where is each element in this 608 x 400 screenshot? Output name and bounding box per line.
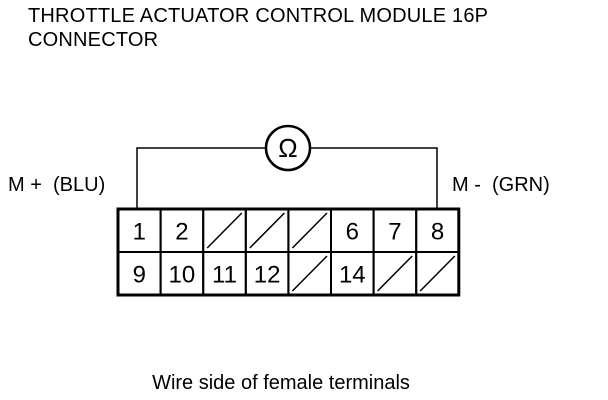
terminal-number: 11 (212, 262, 237, 289)
test-leads (136, 147, 438, 209)
terminal-empty (415, 251, 460, 296)
terminal-10: 10 (159, 251, 205, 296)
terminal-number: 14 (339, 262, 366, 289)
terminal-number: 12 (254, 262, 281, 289)
unused-terminal-slash (377, 255, 413, 292)
unused-terminal-slash (291, 255, 328, 292)
diagram-title: THROTTLE ACTUATOR CONTROL MODULE 16P CON… (28, 4, 488, 52)
lead-wire-left (136, 147, 265, 209)
terminal-cell (415, 251, 460, 296)
terminal-number: 9 (133, 262, 146, 289)
terminal-number: 2 (175, 219, 188, 246)
unused-terminal-slash (419, 255, 456, 292)
ohmmeter-icon: Ω (264, 124, 312, 172)
terminal-number: 8 (431, 219, 444, 246)
unused-terminal-slash (291, 212, 328, 249)
title-line-2: CONNECTOR (28, 29, 159, 51)
wire-label-m-plus: M + (BLU) (8, 174, 106, 196)
lead-wire-right (311, 147, 438, 209)
title-line-1: THROTTLE ACTUATOR CONTROL MODULE 16P (28, 5, 489, 27)
terminal-number: 6 (346, 219, 359, 246)
terminal-number: 7 (388, 219, 401, 246)
wire-label-m-minus: M - (GRN) (452, 174, 550, 196)
terminal-number: 1 (133, 219, 146, 246)
connector-caption: Wire side of female terminals (152, 372, 410, 394)
unused-terminal-slash (206, 212, 243, 249)
ohm-symbol: Ω (278, 133, 297, 163)
terminal-number: 10 (169, 262, 196, 289)
terminal-14: 14 (330, 251, 375, 296)
terminal-11: 11 (202, 251, 247, 296)
unused-terminal-slash (249, 212, 285, 249)
